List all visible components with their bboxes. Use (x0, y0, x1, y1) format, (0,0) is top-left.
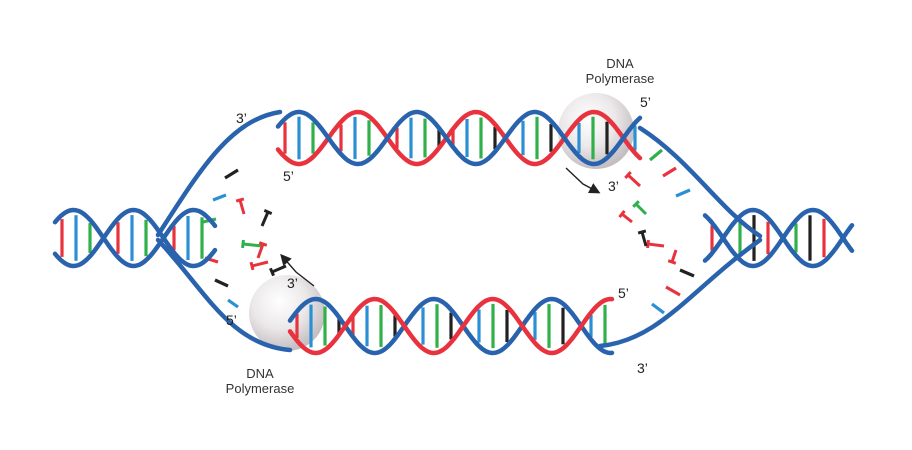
fork-base-6 (648, 148, 664, 162)
label-top-right-outer: 5’ (640, 94, 651, 110)
free-nucleotide-stem-4 (251, 260, 269, 268)
strand-parent-left-a (52, 207, 218, 269)
strand-daughter-bottom-b (287, 296, 615, 356)
label-top-left-inner: 5’ (283, 168, 294, 184)
parent-arm-top-right (637, 125, 763, 239)
free-nucleotide-stem-7 (634, 202, 648, 216)
fork-base-11 (651, 302, 665, 315)
fork-base-10 (665, 285, 681, 297)
label-top-left-outer: 3’ (236, 110, 247, 126)
free-nucleotide-stem-0 (238, 199, 246, 215)
free-nucleotide-stem-9 (647, 242, 665, 248)
strand-parent-left-b (52, 207, 218, 269)
strand-parent-right-a (702, 207, 855, 269)
free-nucleotide-cap-0 (235, 197, 245, 203)
label-bottom-right-outer: 3’ (637, 360, 648, 376)
free-nucleotide-cap-1 (263, 209, 273, 215)
free-nucleotide-cap-11 (667, 259, 677, 265)
free-nucleotide-stem-2 (242, 242, 263, 248)
polymerase-bottom-label: DNA Polymerase (210, 366, 310, 396)
parent-arm-bottom-left (155, 237, 293, 353)
polymerase-bottom-line1: DNA (246, 366, 274, 381)
arrow-top-right (565, 167, 601, 194)
polymerase-bottom-line2: Polymerase (225, 381, 295, 396)
strand-daughter-top-a (275, 109, 643, 167)
polymerase-top-line1: DNA (606, 56, 634, 71)
fork-base-0 (224, 168, 239, 180)
fork-base-4 (214, 278, 229, 288)
polymerase-bottom-sphere (249, 275, 325, 351)
strands (52, 109, 855, 356)
free-nucleotide-cap-5 (269, 267, 275, 277)
free-nucleotide-stem-10 (640, 231, 648, 247)
free-nucleotide-stem-6 (626, 173, 642, 188)
fork-base-1 (212, 193, 227, 202)
fork-base-7 (662, 166, 677, 178)
free-nucleotide-cap-6 (624, 171, 632, 179)
strand-daughter-bottom-a (287, 296, 615, 356)
free-nucleotide-cap-3 (258, 241, 268, 247)
fork-base-5 (227, 298, 239, 309)
polymerase-top-line2: Polymerase (585, 71, 655, 86)
parent-arm-top-left (155, 109, 283, 238)
free-nucleotide-cap-9 (646, 239, 650, 249)
polymerase-top-label: DNA Polymerase (570, 56, 670, 86)
free-nucleotides (235, 171, 678, 277)
strand-parent-right-b (702, 207, 855, 269)
free-nucleotide-cap-10 (637, 229, 647, 235)
fork-base-8 (675, 188, 691, 198)
strand-daughter-top-b (275, 109, 643, 167)
free-nucleotide-stem-11 (670, 249, 678, 263)
arrow-bottom-left (280, 253, 315, 287)
label-top-right-inner: 3’ (608, 178, 619, 194)
label-bottom-left-outer: 5’ (226, 312, 237, 328)
fork-base-9 (679, 268, 695, 278)
free-nucleotide-stem-5 (271, 264, 287, 274)
free-nucleotide-cap-2 (241, 239, 245, 249)
free-nucleotide-stem-1 (260, 211, 270, 227)
free-nucleotide-stem-3 (256, 243, 265, 259)
label-bottom-left-inner: 3’ (287, 275, 298, 291)
label-bottom-right-inner: 5’ (618, 285, 629, 301)
base-pairs (60, 116, 826, 349)
parent-arm-bottom-right (597, 237, 763, 349)
free-nucleotide-cap-4 (249, 261, 255, 271)
free-nucleotide-cap-8 (618, 209, 626, 219)
free-nucleotide-cap-7 (632, 200, 640, 208)
free-nucleotide-stem-8 (621, 212, 633, 224)
